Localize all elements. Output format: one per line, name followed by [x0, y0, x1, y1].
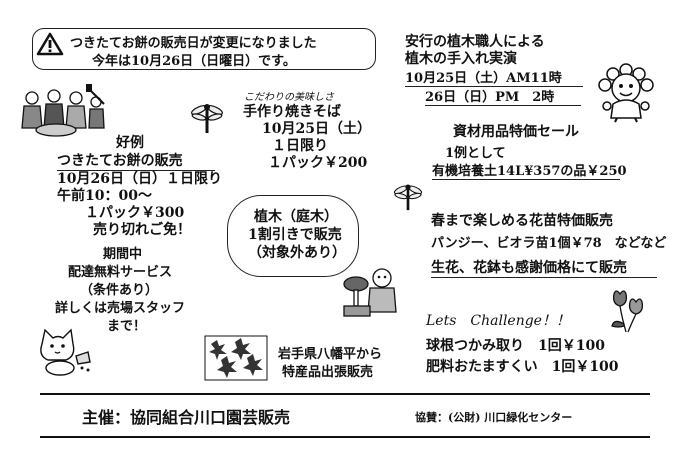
- footer-rule-top: [40, 393, 650, 395]
- footer-rule-bottom: [40, 436, 650, 438]
- notice-box: [32, 28, 376, 70]
- challenge-item1: 球根つかみ取り 1回￥100: [426, 338, 605, 354]
- mascot-illustration: [598, 63, 654, 123]
- flowers-detail: パンジー、ビオラ苗1個￥78 などなど: [431, 236, 667, 251]
- dragonfly-icon: [393, 184, 423, 211]
- gardener-illustration: [343, 268, 397, 317]
- materials-item: 有機培養土14L¥357の品￥250: [432, 160, 627, 180]
- mochi-date: 10月26日（日）１日限り: [57, 171, 222, 187]
- yakisoba-date: 10月25日（土）: [262, 121, 371, 137]
- notice-line1: つきたてお餅の販売日が変更になりました: [70, 36, 317, 51]
- warning-icon: [36, 32, 64, 56]
- delivery-period: 期間中: [103, 247, 143, 262]
- trees-line1: 植木（庭木）: [254, 209, 338, 225]
- iwate-line2: 特産品出張販売: [282, 365, 374, 380]
- trees-line3: （対象外あり）: [248, 245, 346, 261]
- demo-date1: 10月25日（土）AM11時: [405, 67, 583, 87]
- yakisoba-price: １パック￥200: [268, 155, 368, 171]
- materials-title: 資材用品特価セール: [453, 124, 579, 140]
- mochi-soldout: 売り切れご免！: [93, 222, 191, 238]
- challenge-item2: 肥料おたますくい 1回￥100: [426, 359, 619, 375]
- delivery-service: 配達無料サービス: [68, 265, 173, 280]
- yakisoba-title: 手作り焼きそば: [243, 104, 341, 120]
- flowers-cut: 生花、花鉢も感謝価格にて販売: [431, 257, 657, 278]
- mochi-price: １パック￥300: [85, 205, 185, 221]
- yakisoba-limit: １日限り: [272, 138, 328, 154]
- tulip-icon: [611, 290, 644, 333]
- delivery-detail2: まで！: [107, 319, 147, 334]
- leaves-illustration: [204, 335, 268, 381]
- cat-illustration: [40, 328, 91, 376]
- iwate-line1: 岩手県八幡平から: [278, 347, 383, 362]
- delivery-detail1: 詳しくは売場スタッフ: [55, 301, 186, 316]
- mochi-kourei: 好例: [116, 135, 144, 151]
- challenge-title: Lets Challenge！！: [426, 313, 570, 329]
- materials-example: 1例として: [445, 146, 506, 161]
- footer-sponsor: 協賛：(公財) 川口緑化センター: [415, 411, 573, 424]
- mochi-time: 午前10：00～: [57, 188, 152, 204]
- dragonfly-icon: [191, 104, 223, 133]
- flowers-title: 春まで楽しめる花苗特価販売: [431, 213, 613, 229]
- mochi-title: つきたてお餅の販売: [57, 150, 215, 171]
- footer-organizer: 主催：協同組合川口園芸販売: [82, 408, 291, 427]
- demo-date2: 26日（日）PM 2時: [425, 86, 581, 106]
- people-illustration: [21, 84, 105, 137]
- delivery-condition: （条件あり）: [80, 283, 159, 298]
- demo-title2: 植木の手入れ実演: [405, 51, 517, 67]
- notice-line2: 今年は10月26日（日曜日）です。: [92, 54, 296, 69]
- trees-box: [227, 195, 359, 277]
- trees-line2: 1割引きで販売: [248, 227, 342, 243]
- yakisoba-tagline: こだわりの美味しさ: [244, 92, 334, 103]
- demo-title1: 安行の植木職人による: [405, 34, 545, 50]
